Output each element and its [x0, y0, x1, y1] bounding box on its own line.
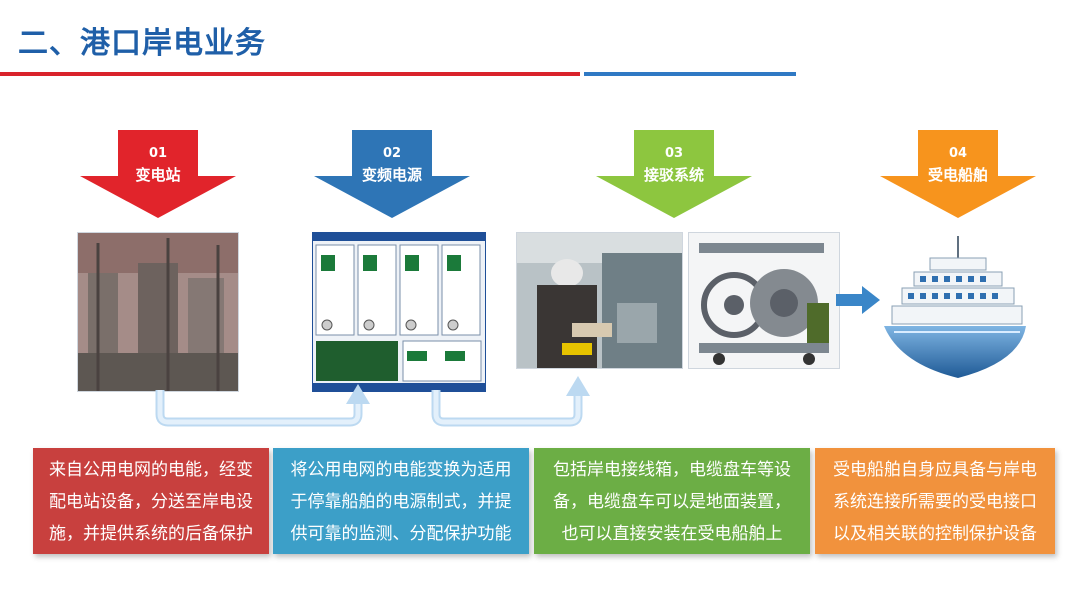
step-02-label: 变频电源	[361, 166, 422, 184]
step-02-description: 将公用电网的电能变换为适用 于停靠船舶的电源制式，并提 供可靠的监测、分配保护功…	[273, 448, 529, 554]
step-01-description: 来自公用电网的电能，经变 配电站设备，分送至岸电设 施，并提供系统的后备保护	[33, 448, 269, 554]
step-03-description-text: 包括岸电接线箱，电缆盘车等设 备，电缆盘车可以是地面装置， 也可以直接安装在受电…	[553, 460, 791, 544]
right-arrow-icon	[836, 286, 880, 314]
step-04-arrow: 04 受电船舶	[878, 130, 1038, 220]
cable-reel-photo	[688, 232, 840, 369]
step-02-description-text: 将公用电网的电能变换为适用 于停靠船舶的电源制式，并提 供可靠的监测、分配保护功…	[290, 460, 512, 544]
flow-arrow-1-to-2	[155, 384, 370, 427]
step-01-number: 01	[148, 146, 168, 161]
step-04-description: 受电船舶自身应具备与岸电 系统连接所需要的受电接口 以及相关联的控制保护设备	[815, 448, 1055, 554]
step-02-arrow: 02 变频电源	[312, 130, 472, 220]
title-divider-blue	[584, 72, 796, 76]
flow-arrow-2-to-3	[431, 376, 590, 427]
title-divider-red	[0, 72, 580, 76]
step-03-label: 接驳系统	[643, 166, 704, 184]
cable-connection-photo	[516, 232, 683, 369]
step-04-number: 04	[948, 146, 968, 161]
step-01-description-text: 来自公用电网的电能，经变 配电站设备，分送至岸电设 施，并提供系统的后备保护	[49, 460, 253, 544]
substation-photo	[77, 232, 239, 392]
step-01-arrow: 01 变电站	[78, 130, 238, 220]
step-04-description-text: 受电船舶自身应具备与岸电 系统连接所需要的受电接口 以及相关联的控制保护设备	[833, 460, 1037, 544]
step-03-arrow: 03 接驳系统	[594, 130, 754, 220]
step-02-number: 02	[382, 146, 402, 161]
converter-screen-photo	[312, 232, 486, 392]
step-03-number: 03	[664, 146, 684, 161]
page-title: 二、港口岸电业务	[18, 26, 266, 61]
step-04-label: 受电船舶	[927, 166, 988, 184]
step-01-label: 变电站	[135, 166, 181, 184]
ship-icon	[884, 236, 1026, 378]
step-03-description: 包括岸电接线箱，电缆盘车等设 备，电缆盘车可以是地面装置， 也可以直接安装在受电…	[534, 448, 810, 554]
